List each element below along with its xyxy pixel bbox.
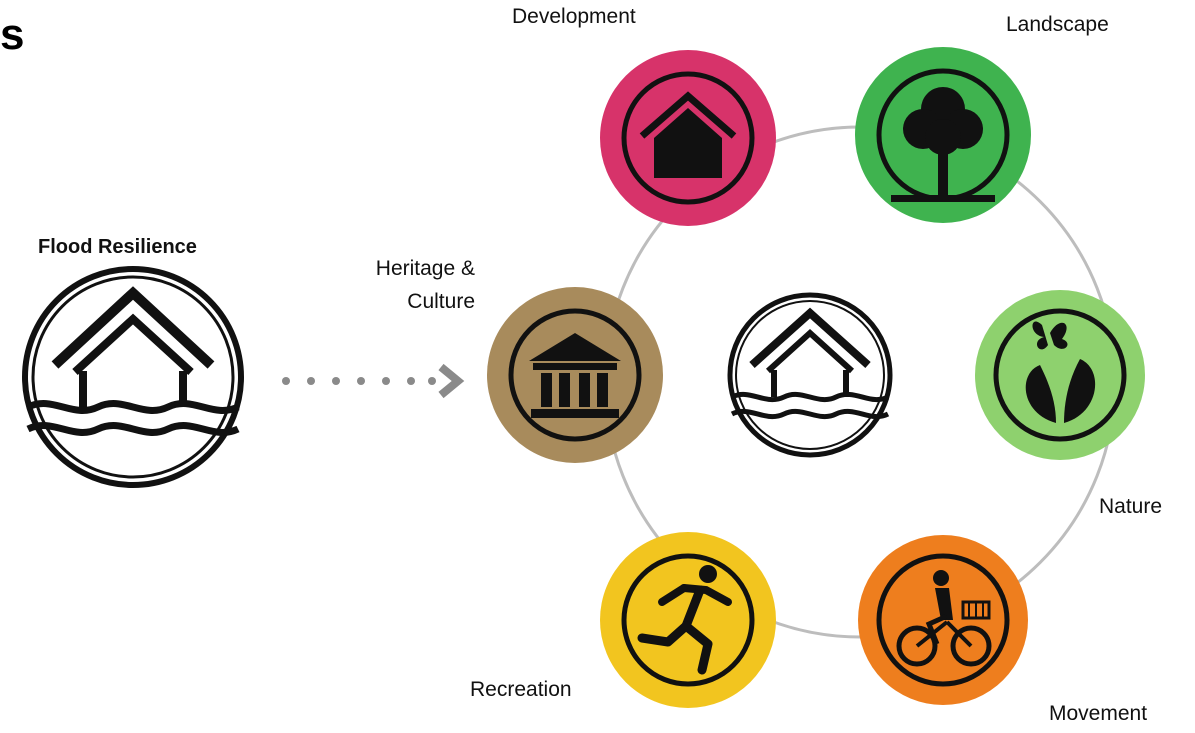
hub-flood-house-icon	[727, 292, 893, 458]
development-label: Development	[512, 5, 636, 28]
node-heritage	[487, 287, 663, 463]
node-movement	[858, 535, 1028, 705]
arrow-head-icon	[438, 363, 465, 399]
dotted-arrow	[282, 363, 465, 399]
node-nature-disc	[975, 290, 1145, 460]
nature-label: Nature	[1099, 495, 1163, 518]
node-recreation	[600, 532, 776, 708]
node-nature	[975, 290, 1145, 460]
runner-icon	[637, 565, 732, 675]
butterfly-leaf-icon	[1025, 321, 1096, 424]
recreation-label: Recreation	[470, 678, 572, 701]
source-flood-house-icon	[22, 266, 244, 488]
flood-house-icon	[26, 286, 240, 436]
flood-house-icon	[730, 307, 890, 420]
movement-label: Movement	[1049, 702, 1148, 725]
tree-icon	[891, 87, 995, 202]
house-icon	[639, 91, 737, 178]
flood-resilience-label: Flood Resilience	[38, 236, 197, 258]
node-development	[600, 50, 776, 226]
museum-icon	[529, 333, 621, 418]
heritage-label-line2: Culture	[407, 290, 475, 313]
partial-title-text: s	[0, 10, 25, 59]
landscape-label: Landscape	[1006, 13, 1109, 36]
node-landscape	[855, 47, 1031, 223]
cyclist-icon	[896, 570, 992, 667]
heritage-label-line1: Heritage &	[375, 257, 475, 280]
